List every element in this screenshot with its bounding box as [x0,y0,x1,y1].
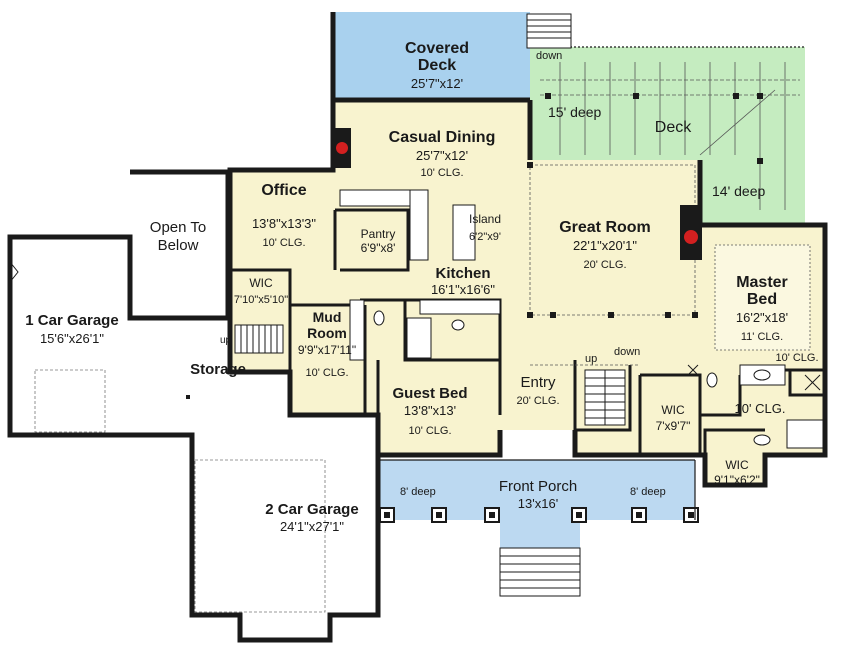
wic-master1-dims: 7'x9'7" [656,419,691,433]
porch-steps [499,547,581,597]
deck-structure [530,46,805,210]
interior-walls [230,208,825,455]
kitchen-fixtures [339,189,501,361]
casual-dining-clg: 10' CLG. [420,167,463,179]
front-porch-name: Front Porch [499,478,577,495]
entry-down: down [614,346,640,358]
master-bath-clg: 10' CLG. [735,401,786,416]
guest-bed-name: Guest Bed [392,385,467,402]
garage-door-2 [194,459,326,613]
island-name: Island [469,212,501,226]
wic-master2-dims: 9'1"x6'2" [714,473,760,487]
bath-fixtures [373,310,824,449]
kitchen-dims: 16'1"x16'6" [431,282,495,297]
master-bed-dims: 16'2"x18' [736,310,788,325]
fireplace-dining [336,142,348,154]
one-car-garage-dims: 15'6"x26'1" [40,331,104,346]
pantry-dims: 6'9"x8' [361,241,396,255]
deck-posts [545,93,763,164]
covered-deck-dims: 25'7"x12' [411,76,463,91]
garages [7,234,381,643]
columns [527,162,698,318]
fireplaces [333,128,702,260]
entry-clg: 20' CLG. [516,395,559,407]
fireplace-great-room [684,230,698,244]
covered-deck-name-2: Deck [418,57,456,74]
island-dims: 6'2"x9' [469,231,501,243]
labels: Covered Deck 25'7"x12' down 15' deep Dec… [25,40,818,534]
storage-stair-label: up [220,335,232,346]
great-room-dims: 22'1"x20'1" [573,238,637,253]
covered-deck-name-1: Covered [405,40,469,57]
great-room-clg: 20' CLG. [583,259,626,271]
mud-room-name-1: Mud [313,309,342,325]
wic-mud-name: WIC [249,276,273,290]
deck-stairs [526,13,572,49]
one-car-garage-walls [7,234,381,643]
master-bath-clg-top: 10' CLG. [775,352,818,364]
porch-column-dots [384,512,694,518]
exterior-walls [130,12,828,488]
wic-mud-dims: 7'10"x5'10" [234,294,288,306]
deck-fill [530,47,805,225]
master-bed-name-1: Master [736,274,788,291]
master-bed-name-2: Bed [747,291,777,308]
master-tray [714,244,811,351]
mud-room-clg: 10' CLG. [305,367,348,379]
deck-stair-label: down [536,50,562,62]
casual-dining-dims: 25'7"x12' [416,148,468,163]
guest-bed-dims: 13'8"x13' [404,403,456,418]
storage-stairs [234,324,284,354]
two-car-garage-dims: 24'1"x27'1" [280,519,344,534]
covered-deck-fill [333,12,530,100]
storage-name: Storage [190,361,246,378]
one-car-garage-name: 1 Car Garage [25,312,118,329]
front-porch-depth-right: 8' deep [630,486,666,498]
main-stairs [584,369,626,426]
garage-door-1 [34,369,106,433]
wic-master1-name: WIC [661,403,685,417]
entry-up: up [585,353,597,365]
two-car-garage-name: 2 Car Garage [265,501,358,518]
kitchen-name: Kitchen [435,265,490,282]
open-to-below-1: Open To [150,219,206,236]
front-porch-fill [378,460,695,548]
mud-room-name-2: Room [307,325,347,341]
office-clg: 10' CLG. [262,237,305,249]
porch-edges [377,459,696,520]
office-name: Office [261,182,306,199]
casual-dining-name: Casual Dining [389,129,496,146]
mud-room-dims: 9'9"x17'11" [298,343,356,357]
office-dims: 13'8"x13'3" [252,216,316,231]
entry-name: Entry [520,374,556,391]
open-to-below-2: Below [158,237,199,254]
deck-depth-1: 15' deep [548,104,601,120]
deck-name: Deck [655,119,692,136]
pantry-name: Pantry [361,227,396,241]
great-room-name: Great Room [559,219,651,236]
guest-bed-clg: 10' CLG. [408,425,451,437]
open-to-below-fill [132,172,228,316]
front-porch-dims: 13'x16' [518,496,558,511]
deck-depth-2: 14' deep [712,183,765,199]
wic-master2-name: WIC [725,458,749,472]
master-bed-clg: 11' CLG. [741,331,783,343]
front-porch-depth-left: 8' deep [400,486,436,498]
